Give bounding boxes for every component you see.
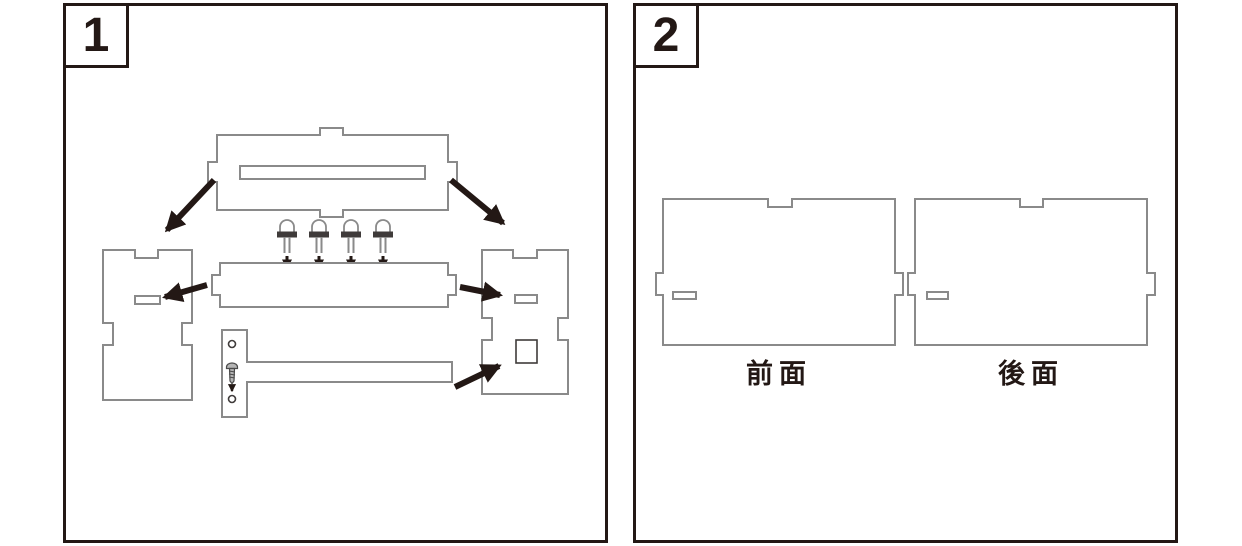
screw-thread <box>228 373 236 376</box>
arrow-bar-to-right-icon <box>459 281 504 302</box>
led-mount-bar-outline <box>211 262 457 308</box>
left-side-slot <box>134 295 161 305</box>
back-face-label: 後面 <box>998 359 1064 389</box>
back-face-slot <box>926 291 949 300</box>
screw-thread <box>229 376 235 379</box>
left-side-panel-piece <box>102 249 193 401</box>
t-bracket-outline <box>221 329 453 418</box>
led-flange <box>309 231 329 238</box>
step-2-panel: 2 前面 後面 <box>633 3 1178 543</box>
back-face-piece <box>907 198 1156 346</box>
front-face-label: 前面 <box>746 359 812 389</box>
back-face-outline <box>907 198 1156 346</box>
led-mount-bar-piece <box>211 262 457 308</box>
led-dome <box>375 219 391 232</box>
step-1-number: 1 <box>82 8 110 62</box>
arrow-bracket-to-right-icon <box>453 363 502 390</box>
right-side-panel-outline <box>481 249 569 395</box>
left-side-panel-outline <box>102 249 193 401</box>
step-1-panel: 1 <box>63 3 608 543</box>
screw-icon <box>225 362 239 385</box>
top-panel-slot <box>239 165 426 180</box>
screw-head <box>225 362 239 370</box>
screw-hole-bottom <box>227 394 237 404</box>
led-dome <box>279 219 295 232</box>
led-flange <box>277 231 297 238</box>
assembly-diagram <box>102 127 569 418</box>
step-2-badge: 2 <box>633 3 699 68</box>
faces-diagram <box>655 198 1156 346</box>
led-dome <box>311 219 327 232</box>
led-flange <box>373 231 393 238</box>
top-panel-piece <box>207 127 458 218</box>
led-1 <box>277 219 297 303</box>
screw-thread <box>228 370 236 373</box>
right-side-slot <box>514 294 538 304</box>
front-face-piece <box>655 198 904 346</box>
step-1-badge: 1 <box>63 3 129 68</box>
front-face-outline <box>655 198 904 346</box>
led-3 <box>341 219 361 303</box>
arrow-top-to-left-icon <box>164 177 217 233</box>
step-2-number: 2 <box>652 8 680 62</box>
t-bracket-piece <box>221 329 453 418</box>
led-flange <box>341 231 361 238</box>
arrow-bar-to-left-icon <box>162 282 208 303</box>
arrow-top-to-right-icon <box>449 177 506 226</box>
led-dome <box>343 219 359 232</box>
front-face-slot <box>672 291 697 300</box>
screw-shaft <box>228 367 236 385</box>
screw-hole-top <box>227 339 237 349</box>
right-side-panel-piece <box>481 249 569 395</box>
right-side-square-hole <box>515 339 538 364</box>
